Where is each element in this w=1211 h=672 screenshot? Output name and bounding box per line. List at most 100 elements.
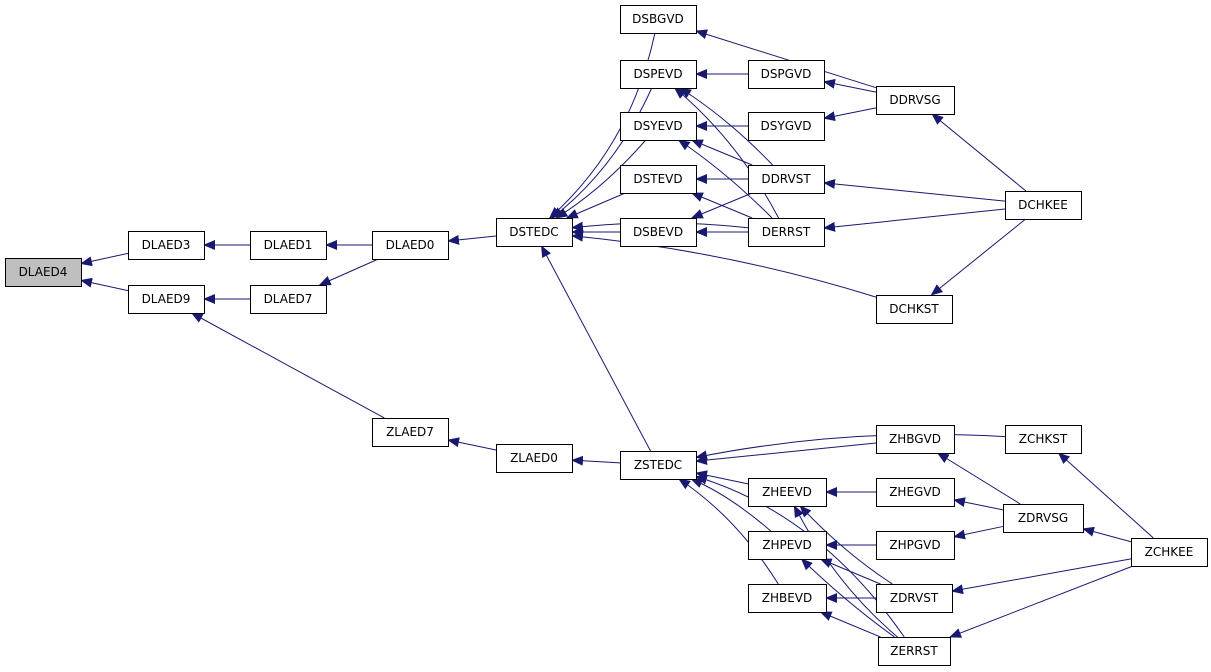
node-box bbox=[876, 86, 955, 115]
edge-dlaed9-to-dlaed4 bbox=[80, 277, 129, 292]
node-dspgvd[interactable]: DSPGVD bbox=[748, 60, 825, 89]
node-zhpgvd[interactable]: ZHPGVD bbox=[876, 531, 955, 560]
edge-zerrst-to-zheevd bbox=[793, 505, 898, 638]
node-zlaed7[interactable]: ZLAED7 bbox=[372, 418, 449, 447]
node-label: ZLAED7 bbox=[386, 425, 434, 439]
node-box bbox=[620, 60, 697, 89]
node-label: DCHKEE bbox=[1018, 198, 1068, 212]
node-zchkee[interactable]: ZCHKEE bbox=[1131, 538, 1208, 567]
edge-dspevd-to-dstedc bbox=[551, 87, 653, 219]
node-box bbox=[128, 231, 205, 260]
node-zhpevd[interactable]: ZHPEVD bbox=[748, 531, 827, 560]
node-box bbox=[250, 231, 327, 260]
edge-zchkst-to-zstedc bbox=[695, 433, 1006, 461]
node-box bbox=[372, 231, 449, 260]
edge-zerrst-to-zhbevd bbox=[819, 611, 881, 638]
node-dlaed0[interactable]: DLAED0 bbox=[372, 231, 449, 260]
node-dlaed4: DLAED4 bbox=[5, 258, 82, 287]
node-zerrst[interactable]: ZERRST bbox=[878, 637, 951, 666]
node-zstedc[interactable]: ZSTEDC bbox=[620, 451, 697, 480]
node-dsbgvd[interactable]: DSBGVD bbox=[620, 5, 697, 34]
edge-dlaed0-to-dlaed7 bbox=[318, 258, 379, 286]
node-ddrvst[interactable]: DDRVST bbox=[748, 165, 825, 194]
node-box bbox=[1003, 504, 1084, 533]
node-zchkst[interactable]: ZCHKST bbox=[1005, 425, 1082, 454]
node-label: DCHKST bbox=[889, 302, 939, 316]
node-label: DSTEVD bbox=[633, 172, 682, 186]
node-label: ZHPGVD bbox=[889, 538, 940, 552]
node-box bbox=[620, 5, 697, 34]
node-label: ZHPEVD bbox=[762, 538, 812, 552]
node-dlaed7[interactable]: DLAED7 bbox=[250, 285, 327, 314]
node-label: ZCHKEE bbox=[1145, 545, 1194, 559]
node-ddrvsg[interactable]: DDRVSG bbox=[876, 86, 955, 115]
node-label: DLAED0 bbox=[386, 238, 435, 252]
edge-derrst-to-dspevd bbox=[674, 87, 780, 219]
edge-zstedc-to-dstedc bbox=[540, 245, 651, 452]
node-dsygvd[interactable]: DSYGVD bbox=[748, 112, 825, 141]
node-dstedc[interactable]: DSTEDC bbox=[496, 218, 573, 247]
edge-ddrvst-to-dsyevd bbox=[690, 139, 753, 166]
node-box bbox=[878, 637, 951, 666]
node-dsbevd[interactable]: DSBEVD bbox=[620, 218, 697, 247]
node-box bbox=[5, 258, 82, 287]
node-dspevd[interactable]: DSPEVD bbox=[620, 60, 697, 89]
node-box bbox=[748, 584, 827, 613]
node-label: ZHEGVD bbox=[889, 485, 941, 499]
node-zlaed0[interactable]: ZLAED0 bbox=[496, 444, 573, 473]
edge-ddrvsg-to-dspgvd bbox=[823, 78, 877, 93]
node-box bbox=[1005, 191, 1082, 220]
edge-zchkee-to-zdrvsg bbox=[1082, 526, 1132, 543]
node-box bbox=[620, 451, 697, 480]
node-derrst[interactable]: DERRST bbox=[748, 218, 825, 247]
edge-dchkee-to-ddrvsg bbox=[931, 113, 1027, 192]
node-dlaed9[interactable]: DLAED9 bbox=[128, 285, 205, 314]
node-dlaed1[interactable]: DLAED1 bbox=[250, 231, 327, 260]
node-dlaed3[interactable]: DLAED3 bbox=[128, 231, 205, 260]
edge-zchkee-to-zdrvst bbox=[951, 558, 1132, 595]
node-dchkee[interactable]: DCHKEE bbox=[1005, 191, 1082, 220]
node-zhbevd[interactable]: ZHBEVD bbox=[748, 584, 827, 613]
node-label: DSPGVD bbox=[761, 67, 812, 81]
node-dchkst[interactable]: DCHKST bbox=[876, 295, 953, 324]
node-label: ZDRVSG bbox=[1018, 511, 1068, 525]
edge-zdrvsg-to-zhegvd bbox=[953, 497, 1004, 511]
node-box bbox=[748, 165, 825, 194]
edge-zchkee-to-zerrst bbox=[949, 565, 1134, 638]
node-label: DSPEVD bbox=[633, 67, 682, 81]
node-label: DDRVST bbox=[761, 172, 811, 186]
node-zhbgvd[interactable]: ZHBGVD bbox=[876, 425, 955, 454]
node-label: DLAED4 bbox=[19, 265, 68, 279]
node-zhegvd[interactable]: ZHEGVD bbox=[876, 478, 955, 507]
node-zheevd[interactable]: ZHEEVD bbox=[748, 478, 827, 507]
node-zdrvsg[interactable]: ZDRVSG bbox=[1003, 504, 1084, 533]
edge-ddrvst-to-dspevd bbox=[679, 87, 773, 166]
node-label: ZCHKST bbox=[1019, 432, 1068, 446]
node-box bbox=[250, 285, 327, 314]
node-label: DLAED1 bbox=[264, 238, 313, 252]
edge-dchkee-to-dchkst bbox=[930, 218, 1026, 296]
edge-zchkee-to-zchkst bbox=[1057, 452, 1154, 539]
node-label: DLAED3 bbox=[142, 238, 191, 252]
edge-zhbgvd-to-zstedc bbox=[695, 442, 877, 466]
edge-zdrvst-to-zhpevd bbox=[819, 558, 881, 585]
edge-ddrvsg-to-dsbgvd bbox=[695, 29, 877, 89]
node-label: ZHEEVD bbox=[762, 485, 812, 499]
node-zdrvst[interactable]: ZDRVST bbox=[876, 584, 953, 613]
node-box bbox=[1005, 425, 1082, 454]
node-box bbox=[496, 218, 573, 247]
node-label: ZHBEVD bbox=[762, 591, 813, 605]
edge-zdrvsg-to-zhpgvd bbox=[953, 525, 1004, 540]
node-box bbox=[1131, 538, 1208, 567]
node-box bbox=[620, 165, 697, 194]
edge-zerrst-to-zhpevd bbox=[800, 558, 895, 638]
node-box bbox=[372, 418, 449, 447]
node-label: ZDRVST bbox=[890, 591, 939, 605]
edge-dchkst-to-dstedc bbox=[571, 231, 877, 298]
node-box bbox=[620, 218, 697, 247]
node-dsyevd[interactable]: DSYEVD bbox=[620, 112, 697, 141]
edge-dstedc-to-dlaed0 bbox=[447, 234, 497, 245]
edge-zheevd-to-zstedc bbox=[695, 470, 749, 485]
node-dstevd[interactable]: DSTEVD bbox=[620, 165, 697, 194]
